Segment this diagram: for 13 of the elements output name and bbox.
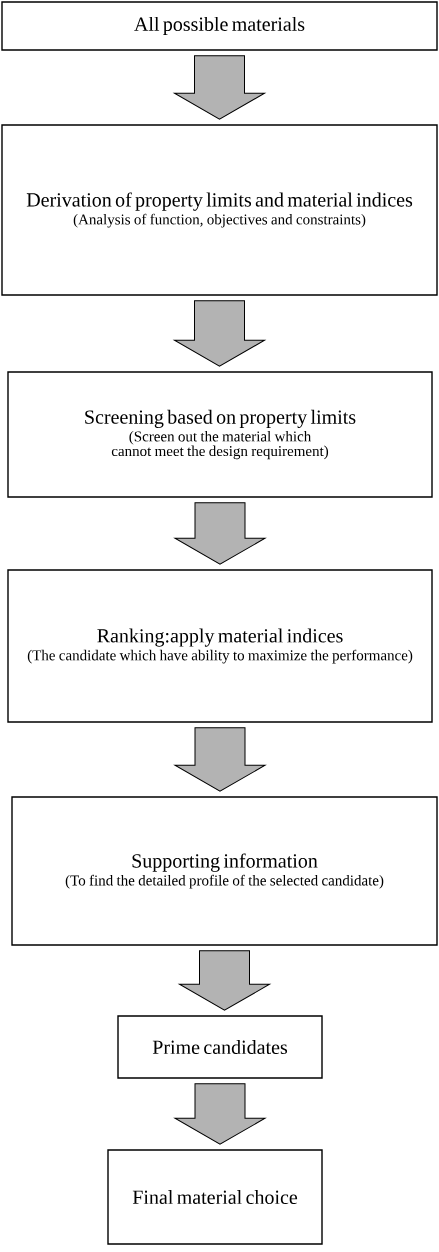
block-arrow xyxy=(174,1083,266,1145)
block-arrow xyxy=(179,950,270,1011)
process-box: Final material choice xyxy=(107,1149,323,1245)
block-arrow xyxy=(174,502,266,565)
process-box: Derivation of property limits and material indices (Analysis of function, objectives and constraints) xyxy=(1,124,438,296)
process-box: Ranking:apply material indices (The candidate which have ability to maximize the performance) xyxy=(7,569,433,723)
block-arrow xyxy=(174,727,266,792)
process-box: Supporting information (To find the detailed profile of the selected candidate) xyxy=(11,796,438,946)
process-box: Prime candidates xyxy=(117,1015,323,1079)
process-box: All possible materials xyxy=(1,1,438,51)
block-arrow xyxy=(174,300,265,367)
process-box: Screening based on property limits (Screen out the material which cannot meet the design requirement) xyxy=(7,371,433,498)
block-arrow xyxy=(174,55,265,120)
